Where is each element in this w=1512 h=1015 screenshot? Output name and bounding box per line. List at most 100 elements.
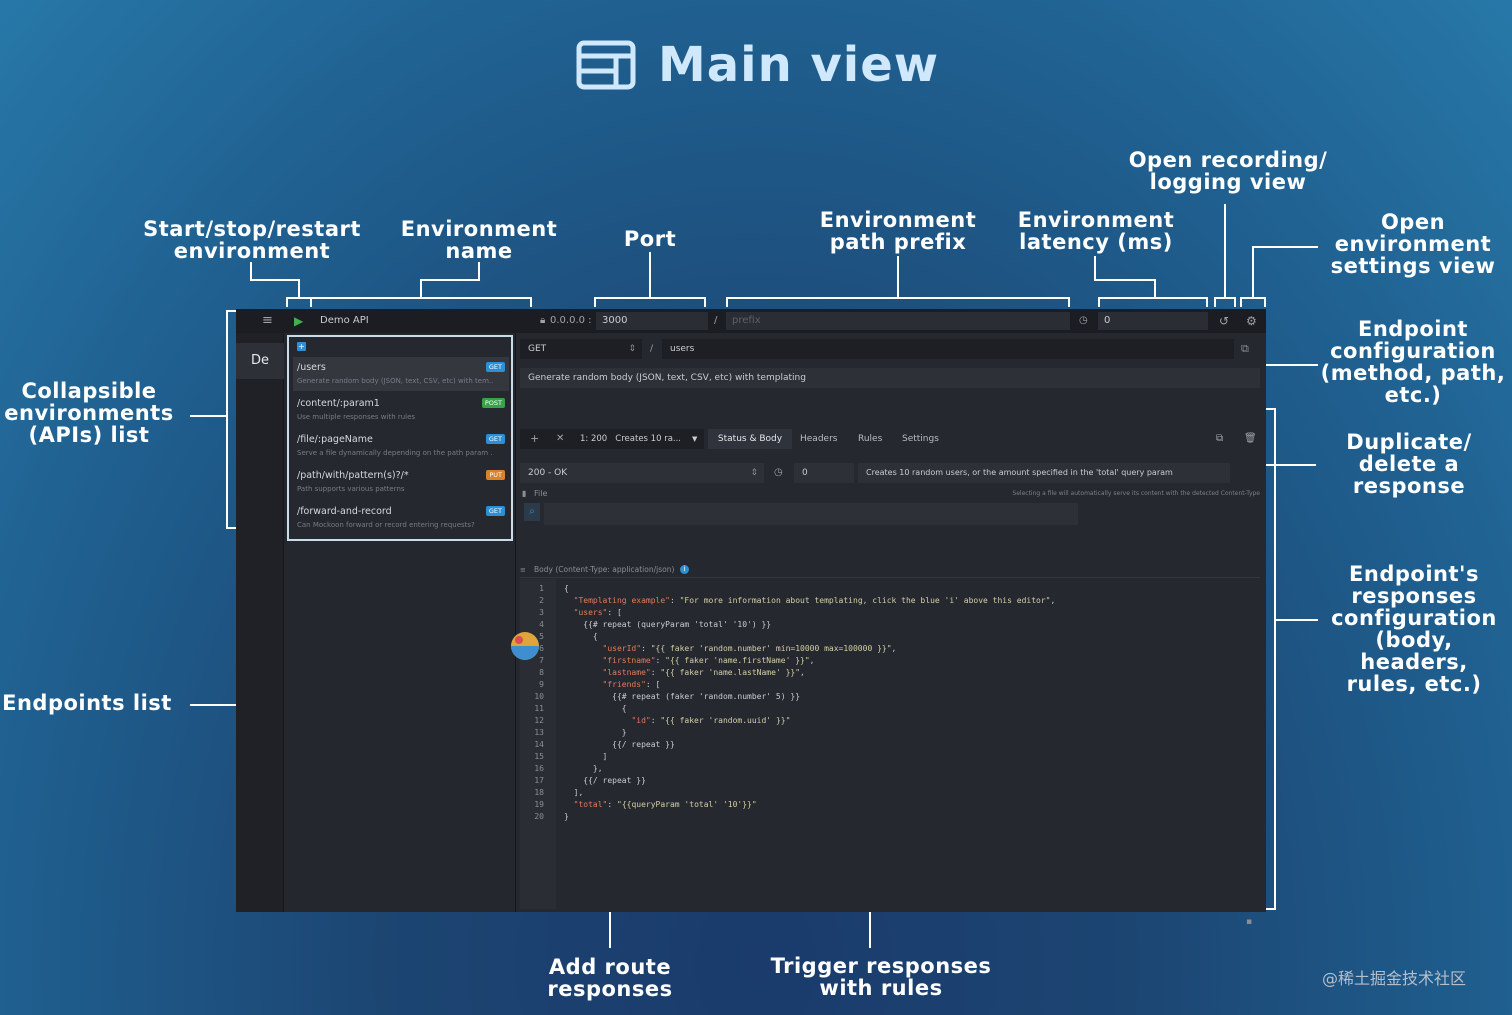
line-number: 10 [534, 692, 544, 701]
mascot-icon [511, 632, 539, 660]
line-number: 9 [539, 680, 544, 689]
app-window: ≡ ▶ Demo API 🔒︎ 0.0.0.0 : 3000 / prefix … [236, 309, 1266, 927]
line-number: 19 [534, 800, 544, 809]
endpoint-description: Path supports various patterns [297, 485, 405, 493]
label-add-route: Add route responses [547, 955, 673, 1001]
label-path-prefix: Environment path prefix [819, 208, 977, 254]
route-panel: GET ⇕ / users ⧉ Generate random body (JS… [516, 333, 1266, 912]
code-line: "firstname": "{{ faker 'name.firstName' … [602, 656, 815, 665]
route-path-input[interactable]: users [662, 339, 1234, 359]
line-number: 11 [534, 704, 544, 713]
trash-icon[interactable]: 🗑︎ [1244, 433, 1257, 444]
line-number: 2 [539, 596, 544, 605]
gear-icon[interactable]: ⚙ [1246, 314, 1257, 328]
environment-name[interactable]: Demo API [320, 315, 369, 326]
endpoint-path: /file/:pageName [297, 434, 373, 445]
code-line: {{# repeat (faker 'random.number' 5) }} [564, 692, 801, 701]
lock-icon: 🔒︎ [540, 315, 546, 326]
endpoint-description: Can Mockoon forward or record entering r… [297, 521, 475, 529]
line-number: 14 [534, 740, 544, 749]
code-line: "total": "{{queryParam 'total' '10'}}" [573, 800, 757, 809]
line-number: 12 [534, 716, 544, 725]
tab-rules[interactable]: Rules [858, 434, 883, 444]
dropdown-arrow-icon[interactable]: ▼ [692, 435, 698, 443]
info-icon[interactable]: i [680, 565, 689, 574]
play-icon[interactable]: ▶ [294, 314, 304, 328]
clock-icon: ◷ [1079, 315, 1088, 326]
prefix-input[interactable]: prefix [726, 312, 1070, 330]
code-line: "friends": [ [602, 680, 661, 689]
method-badge: GET [485, 506, 505, 516]
label-trigger-rules: Trigger responses with rules [770, 954, 992, 1000]
line-number: 20 [534, 812, 544, 821]
code-line: } [564, 812, 569, 821]
response-description-input[interactable]: Creates 10 random users, or the amount s… [858, 463, 1230, 483]
tab-status-body[interactable]: Status & Body [708, 429, 792, 449]
response-select[interactable]: 1: 200 Creates 10 ra... [580, 434, 682, 444]
file-search-icon[interactable]: ⌕ [524, 503, 540, 521]
response-selector-bar: + ✕ 1: 200 Creates 10 ra... ▼ [520, 429, 704, 449]
code-line: "users": [ [573, 608, 622, 617]
add-icon[interactable]: + [530, 432, 540, 445]
select-arrow-icon: ⇕ [628, 344, 636, 354]
tab-settings[interactable]: Settings [902, 434, 939, 444]
file-path-input[interactable] [544, 503, 1078, 525]
line-number: 15 [534, 752, 544, 761]
method-badge: GET [485, 434, 505, 444]
line-number: 18 [534, 788, 544, 797]
label-endpoint-config: Endpoint configuration (method, path, et… [1320, 317, 1506, 407]
environments-list: De [236, 333, 284, 912]
endpoint-item[interactable]: /path/with/pattern(s)?/*Path supports va… [293, 465, 509, 499]
select-arrow-icon: ⇕ [750, 468, 758, 478]
code-line: {{# repeat (queryParam 'total' '10') }} [564, 620, 772, 629]
status-value: 200 - OK [528, 468, 568, 478]
code-editor[interactable]: 1{2 "Templating example": "For more info… [524, 583, 1260, 903]
window-layout-icon [576, 40, 636, 90]
code-line: {{/ repeat }} [564, 776, 646, 785]
duplicate-icon[interactable]: ⧉ [1216, 433, 1224, 444]
method-select[interactable]: GET ⇕ [520, 339, 642, 359]
line-number: 16 [534, 764, 544, 773]
method-value: GET [528, 344, 547, 354]
watermark: @稀土掘金技术社区 [1322, 969, 1467, 988]
code-line: "id": "{{ faker 'random.uuid' }}" [631, 716, 791, 725]
chat-icon[interactable]: ▪ [1246, 917, 1253, 927]
line-number: 8 [539, 668, 544, 677]
line-number: 13 [534, 728, 544, 737]
history-icon[interactable]: ↺ [1219, 314, 1230, 328]
route-description[interactable]: Generate random body (JSON, text, CSV, e… [520, 368, 1260, 388]
file-icon: ▮ [522, 489, 527, 498]
code-line: ] [564, 752, 608, 761]
code-line: {{/ repeat }} [564, 740, 675, 749]
line-number: 7 [539, 656, 544, 665]
label-settings-view: Open environment settings view [1330, 210, 1496, 278]
page-title: Main view [658, 37, 940, 93]
status-select[interactable]: 200 - OK ⇕ [520, 463, 764, 483]
environment-item[interactable]: De [236, 343, 284, 379]
add-route-icon[interactable]: + [297, 342, 306, 351]
response-latency-input[interactable]: 0 [794, 463, 854, 483]
path-separator: / [650, 344, 654, 354]
label-duplicate-delete: Duplicate/ delete a response [1346, 430, 1472, 498]
label-start-stop: Start/stop/restart environment [143, 217, 361, 263]
endpoint-path: /users [297, 362, 326, 373]
endpoint-path: /content/:param1 [297, 398, 380, 409]
divider [520, 577, 1260, 578]
hamburger-icon[interactable]: ≡ [262, 313, 273, 328]
file-label: File [534, 489, 548, 498]
code-line: } [564, 728, 627, 737]
port-input[interactable]: 3000 [596, 312, 708, 330]
method-badge: POST [481, 398, 505, 408]
shuffle-icon[interactable]: ✕ [556, 433, 565, 444]
latency-input[interactable]: 0 [1098, 312, 1208, 330]
code-line: ], [564, 788, 584, 797]
code-line: }, [564, 764, 603, 773]
external-link-icon[interactable]: ⧉ [1241, 342, 1249, 355]
label-env-list: Collapsible environments (APIs) list [4, 379, 174, 447]
tab-headers[interactable]: Headers [800, 434, 838, 444]
